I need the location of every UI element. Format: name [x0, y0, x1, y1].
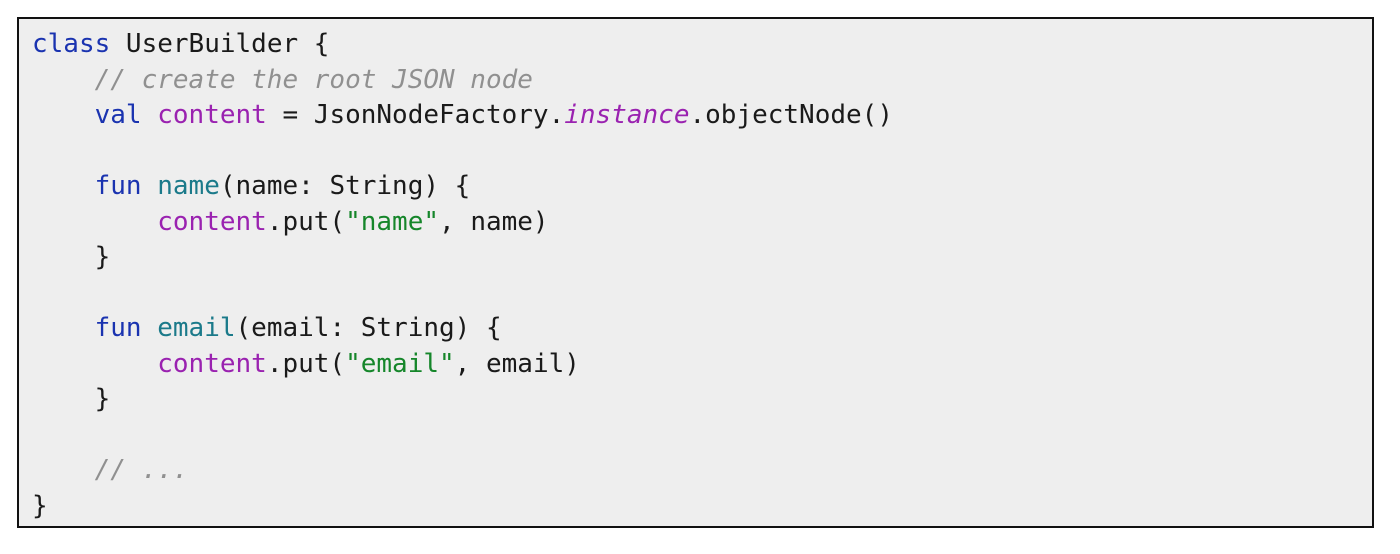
code-token-plain	[32, 65, 95, 95]
code-token-plain: UserBuilder {	[110, 29, 330, 59]
code-token-plain	[142, 171, 158, 201]
code-token-string: "name"	[345, 206, 440, 237]
code-token-plain: (name: String) {	[219, 171, 471, 201]
code-token-keyword: fun	[94, 171, 142, 201]
code-token-plain: .put(	[266, 206, 346, 237]
code-token-plain: .put(	[266, 348, 346, 379]
code-token-function: name	[157, 171, 220, 201]
code-token-function: email	[157, 313, 236, 343]
code-line: val content = JsonNodeFactory.instance.o…	[32, 98, 1372, 134]
code-line	[32, 418, 1372, 454]
code-token-property: content	[157, 100, 267, 130]
code-token-keyword: class	[32, 29, 111, 59]
code-token-property: content	[157, 348, 267, 379]
code-line: content.put("name", name)	[32, 205, 1372, 241]
code-block[interactable]: class UserBuilder { // create the root J…	[32, 27, 1372, 524]
code-token-plain: }	[32, 490, 48, 521]
code-token-plain: = JsonNodeFactory.	[266, 100, 565, 130]
code-line	[32, 276, 1372, 312]
code-line: // create the root JSON node	[32, 63, 1372, 99]
code-token-plain	[32, 313, 95, 343]
code-token-keyword: val	[94, 100, 142, 130]
code-token-plain: , email)	[454, 348, 580, 379]
code-snippet-panel: class UserBuilder { // create the root J…	[17, 17, 1374, 528]
code-token-comment: // create the root JSON node	[94, 64, 533, 95]
code-token-plain	[142, 100, 158, 130]
code-line: class UserBuilder {	[32, 27, 1372, 63]
code-line: // ...	[32, 453, 1372, 489]
code-line: fun name(name: String) {	[32, 169, 1372, 205]
code-line: }	[32, 489, 1372, 525]
code-line	[32, 134, 1372, 170]
code-token-plain	[32, 349, 157, 379]
code-token-plain: .objectNode()	[689, 100, 893, 130]
code-token-plain: }	[32, 242, 111, 272]
code-token-plain	[32, 455, 95, 485]
code-token-plain: (email: String) {	[235, 313, 502, 343]
code-token-keyword: fun	[94, 313, 142, 343]
code-token-member: instance	[564, 100, 690, 130]
code-line: }	[32, 382, 1372, 418]
code-token-string: "email"	[345, 348, 455, 379]
code-line: fun email(email: String) {	[32, 311, 1372, 347]
code-token-comment: // ...	[94, 455, 189, 485]
code-token-property: content	[157, 206, 267, 237]
code-token-plain: , name)	[439, 206, 549, 237]
code-line: }	[32, 240, 1372, 276]
code-token-plain	[32, 171, 95, 201]
code-token-plain	[142, 313, 158, 343]
code-token-plain	[32, 207, 157, 237]
code-token-plain	[32, 100, 95, 130]
code-token-plain: }	[32, 384, 111, 414]
code-line: content.put("email", email)	[32, 347, 1372, 383]
